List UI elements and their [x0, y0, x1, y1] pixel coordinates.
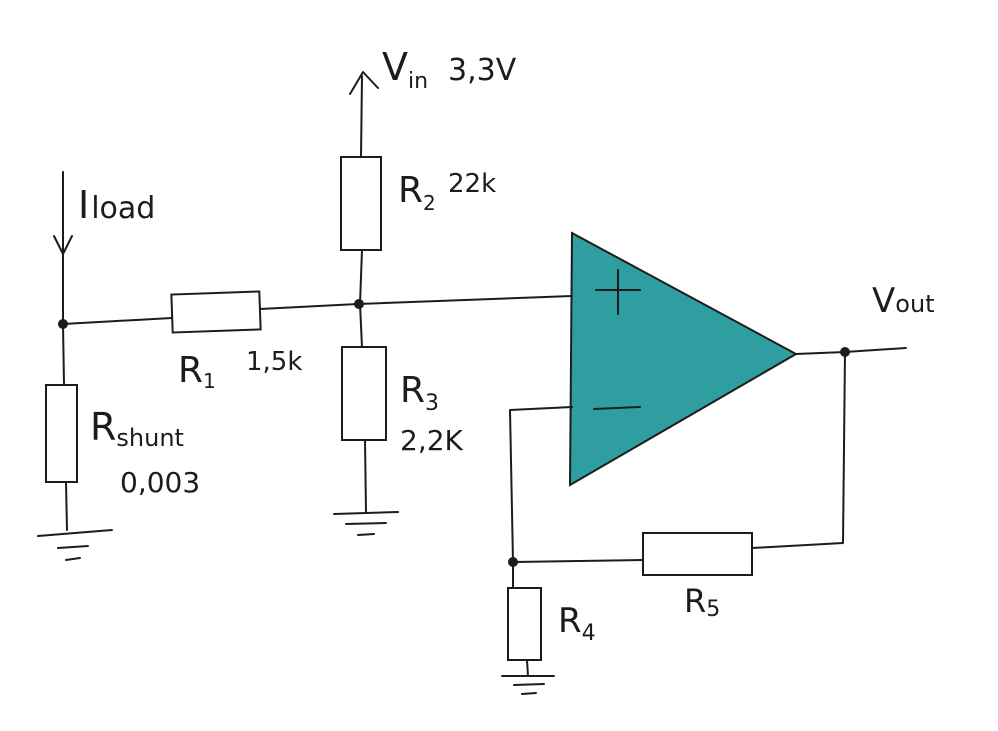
ground-symbol-r4 [501, 675, 555, 695]
junction-node-feedback [508, 557, 518, 567]
resistor-rshunt [45, 384, 78, 483]
iload-arrow [53, 235, 73, 255]
ground-symbol-r3 [333, 511, 399, 536]
wire-node1-r1 [62, 317, 173, 325]
wire-node2-r3 [359, 303, 363, 348]
wire-r3-ground [364, 439, 367, 513]
resistor-r4 [507, 587, 542, 661]
wires [53, 71, 907, 677]
resistor-r1 [170, 290, 262, 334]
wire-r2-node2 [359, 249, 363, 305]
junction-node-iload [58, 319, 68, 329]
wire-rshunt-ground [65, 481, 68, 531]
r4-label: R4 [558, 601, 596, 646]
r3-label: R3 [400, 370, 439, 416]
vin-arrow [349, 71, 379, 95]
vin-label: Vin [382, 45, 428, 94]
wire-r4-ground [526, 659, 529, 677]
junction-node-output [840, 347, 850, 357]
wire-r1-node2 [259, 303, 359, 310]
resistor-r5 [642, 532, 753, 576]
iload-label: Iload [78, 183, 155, 227]
vin-value: 3,3V [448, 53, 517, 88]
wire-minus-node4 [509, 406, 573, 563]
wire-node2-plus [357, 295, 573, 305]
r1-value: 1,5k [246, 347, 302, 377]
wire-node1-rshunt [62, 323, 65, 386]
r3-value: 2,2K [400, 424, 464, 457]
vin-wire [360, 75, 363, 158]
rshunt-value: 0,003 [120, 466, 200, 499]
rshunt-label: Rshunt [90, 405, 184, 452]
r5-label: R5 [684, 582, 720, 622]
r2-label: R2 [398, 170, 436, 215]
resistor-r3 [341, 346, 387, 441]
vout-label: Vout [872, 281, 935, 321]
opamp-triangle [568, 231, 799, 487]
r2-value: 22k [448, 169, 496, 199]
opamp-plus-sign [595, 269, 641, 315]
ground-symbol-rshunt [37, 529, 113, 561]
r1-label: R1 [178, 350, 216, 393]
resistor-r2 [340, 156, 382, 251]
wire-r5-node4 [513, 559, 644, 563]
junction-node-mid [354, 299, 364, 309]
wire-output-r5 [751, 351, 846, 549]
opamp-minus-sign [593, 406, 641, 410]
wire-output [795, 347, 907, 355]
